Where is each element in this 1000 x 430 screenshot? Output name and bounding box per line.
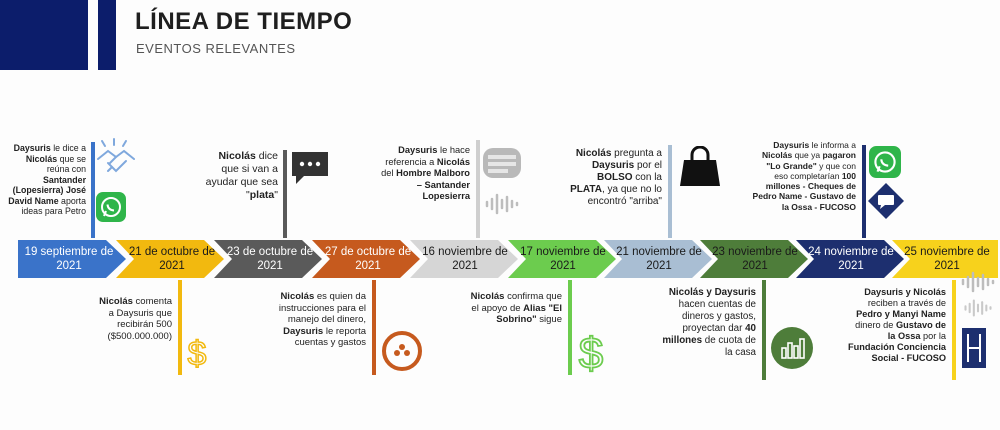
whatsapp-icon [96, 192, 126, 227]
event-note: Nicolás y Daysuris hacen cuentas de dine… [662, 287, 756, 358]
timeline-segment [604, 236, 712, 282]
timeline-date: 17 noviembre de 2021 [520, 246, 606, 272]
event-note: Nicolás comenta a Daysuris que recibirán… [99, 296, 172, 342]
connector-line [91, 142, 95, 238]
timeline-date: 25 noviembre de 2021 [904, 246, 990, 272]
timeline-segment [892, 236, 998, 282]
audio-wave-icon [484, 192, 520, 221]
page-title: LÍNEA DE TIEMPO [135, 8, 353, 35]
timeline-date: 27 de octubre de 2021 [324, 246, 412, 272]
timeline-segment [214, 236, 322, 282]
timeline-segment [796, 236, 904, 282]
event-note: Nicolás es quien da instrucciones para e… [278, 291, 366, 348]
event-note: Daysuris le informa a Nicolás que ya pag… [752, 140, 856, 212]
timeline-date: 16 noviembre de 2021 [422, 246, 508, 272]
timeline-date: 23 noviembre de 2021 [712, 246, 798, 272]
dollar-icon: $ [186, 334, 208, 377]
timeline-segment [410, 236, 518, 282]
timeline-segment [116, 236, 224, 282]
connector-line [862, 145, 866, 238]
bar-chart-icon [770, 326, 814, 375]
page-subtitle: EVENTOS RELEVANTES [136, 41, 296, 56]
timeline-date: 23 de octubre de 2021 [226, 246, 314, 272]
svg-text:$: $ [579, 329, 603, 374]
audio-wave-icon [960, 298, 996, 323]
chat-bubble-icon [290, 150, 330, 191]
connector-line [568, 280, 572, 375]
connector-line [668, 145, 672, 238]
message-icon [867, 182, 905, 225]
connector-line [283, 150, 287, 238]
connector-line [762, 280, 766, 380]
whatsapp-icon [869, 146, 901, 183]
radio-icon [482, 146, 522, 185]
timeline-date: 19 septiembre de 2021 [24, 246, 114, 272]
event-note: Nicolás pregunta a Daysuris por el BOLSO… [570, 148, 662, 207]
event-note: Daysuris le dice a Nicolás que se reúna … [8, 143, 86, 216]
svg-text:$: $ [188, 335, 207, 372]
connector-line [476, 140, 480, 238]
connector-line [952, 280, 956, 380]
timeline-date: 24 noviembre de 2021 [808, 246, 894, 272]
event-note: Daysuris le hace referencia a Nicolás de… [381, 145, 470, 201]
timeline-segment [508, 236, 616, 282]
document-icon [960, 326, 988, 375]
dollar-icon: $ [576, 328, 606, 379]
event-note: Nicolás dice que si van a ayudar que sea… [205, 150, 278, 201]
connector-line [178, 280, 182, 375]
event-note: Daysuris y Nicolás reciben a través de P… [848, 287, 947, 363]
timeline-segment [700, 236, 808, 282]
audio-wave-icon [960, 270, 996, 299]
header-accent-stripe [98, 0, 116, 70]
handshake-icon [94, 137, 138, 186]
handbag-icon [678, 145, 722, 193]
header-accent-block [0, 0, 88, 70]
event-note: Nicolás confirma que el apoyo de Alias "… [470, 291, 562, 325]
connector-line [372, 280, 376, 375]
network-icon [381, 330, 423, 377]
timeline-segment [312, 236, 420, 282]
timeline-date: 21 de octubre de 2021 [128, 246, 216, 272]
timeline-date: 21 noviembre de 2021 [616, 246, 702, 272]
timeline-segment [18, 236, 126, 282]
